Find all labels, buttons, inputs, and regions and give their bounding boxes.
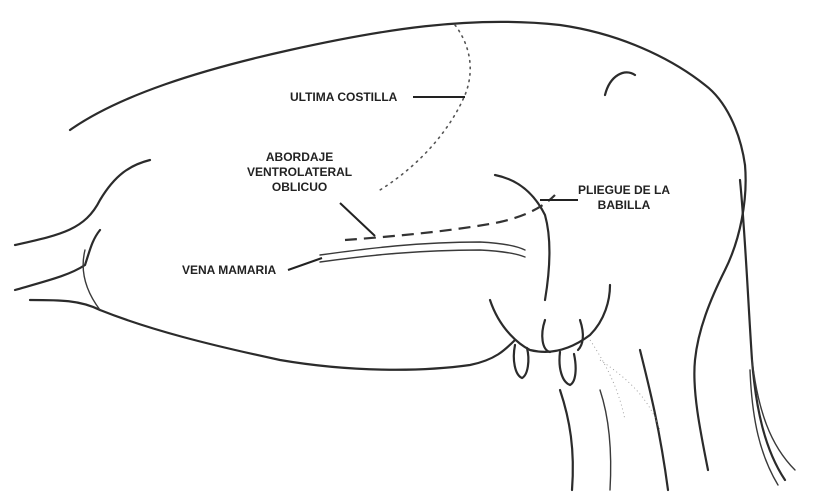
flank-fold xyxy=(495,175,550,300)
teat-3 xyxy=(542,320,550,352)
last-rib-line xyxy=(380,25,470,190)
udder xyxy=(490,285,610,352)
chest-contour xyxy=(83,250,100,310)
milk-vein-2 xyxy=(320,250,525,262)
label-abordaje: ABORDAJE VENTROLATERAL OBLICUO xyxy=(247,150,352,195)
hind-leg-inner xyxy=(600,390,611,490)
tail xyxy=(740,180,785,480)
teat-1 xyxy=(514,345,529,378)
hip-bump xyxy=(605,72,635,95)
udder-shading xyxy=(590,340,625,420)
belly-outline xyxy=(100,310,515,370)
incision-dashed-line xyxy=(345,195,555,240)
back-outline xyxy=(70,22,745,165)
hind-leg-front xyxy=(560,390,573,490)
label-abordaje-line1: ABORDAJE xyxy=(247,150,352,165)
label-ultima-costilla: ULTIMA COSTILLA xyxy=(290,90,397,105)
front-leg-back xyxy=(30,300,100,310)
hind-leg-back xyxy=(640,350,668,490)
teat-4 xyxy=(578,320,583,350)
label-pliegue-line1: PLIEGUE DE LA xyxy=(578,183,670,198)
label-pliegue-line2: BABILLA xyxy=(578,198,670,213)
leader-abordaje xyxy=(340,203,375,236)
leader-vena-mamaria xyxy=(288,258,322,270)
teat-2 xyxy=(559,352,575,385)
front-leg xyxy=(15,230,100,290)
label-vena-mamaria: VENA MAMARIA xyxy=(182,263,276,278)
label-abordaje-line3: OBLICUO xyxy=(247,180,352,195)
shoulder-line xyxy=(15,160,150,245)
rear-thigh-outline xyxy=(694,165,745,470)
milk-vein xyxy=(320,242,525,255)
label-abordaje-line2: VENTROLATERAL xyxy=(247,165,352,180)
label-pliegue: PLIEGUE DE LA BABILLA xyxy=(578,183,670,213)
